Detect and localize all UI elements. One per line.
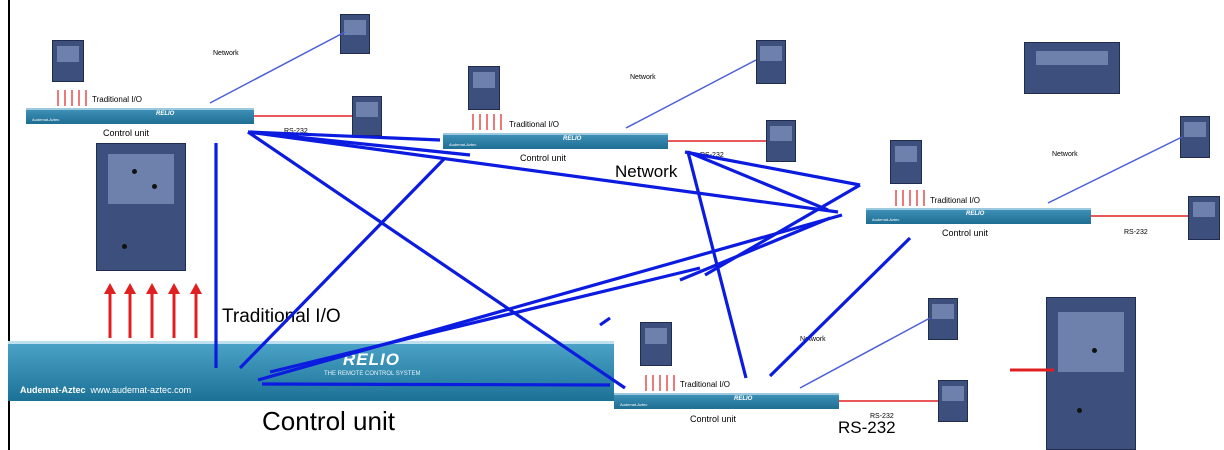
io-arrows-node1 xyxy=(57,90,87,106)
relio-logo: RELIO xyxy=(966,211,985,217)
control-unit-label-node3: Control unit xyxy=(942,228,989,238)
rack-node4-io xyxy=(640,322,672,366)
rack-node1-rs232 xyxy=(352,96,382,136)
interconnect-lines xyxy=(214,130,912,390)
traditional-io-label-node2: Traditional I/O xyxy=(509,120,559,129)
control-unit-label-node2: Control unit xyxy=(520,153,567,163)
relio-logo: RELIO xyxy=(734,396,753,402)
io-arrows-node3 xyxy=(895,190,925,206)
rs232-label-node3: RS-232 xyxy=(1124,229,1148,236)
network-label-large: Network xyxy=(615,162,678,181)
control-unit-label-large: Control unit xyxy=(262,406,395,436)
rack-node1-network xyxy=(340,14,370,54)
rs232-label-large: RS-232 xyxy=(838,418,896,437)
rs232-label-node1: RS-232 xyxy=(284,128,308,135)
relio-tagline: THE REMOTE CONTROL SYSTEM xyxy=(324,371,421,377)
network-label-node4: Network xyxy=(800,336,826,343)
rack-node2-rs232 xyxy=(766,120,796,162)
audemat-logo: Audemat-Aztec xyxy=(32,117,60,122)
traditional-io-label-node4: Traditional I/O xyxy=(680,380,730,389)
relio-logo: RELIO xyxy=(563,136,582,142)
network-label-node3: Network xyxy=(1052,151,1078,158)
rack-node2-network xyxy=(756,40,786,84)
traditional-io-label-node3: Traditional I/O xyxy=(930,196,980,205)
audemat-url: www.audemat-aztec.com xyxy=(90,385,192,395)
io-arrows-node2 xyxy=(472,114,502,130)
rack-node2-io xyxy=(468,66,500,110)
page-left-border xyxy=(8,0,10,450)
rack-node1-io xyxy=(52,40,84,82)
control-unit-label-node4: Control unit xyxy=(690,414,737,424)
relio-logo: RELIO xyxy=(343,350,400,369)
control-unit-label-node1: Control unit xyxy=(103,128,150,138)
audemat-logo: Audemat-Aztec xyxy=(20,385,86,395)
control-unit-bar-node4: RELIO Audemat-Aztec xyxy=(614,393,839,409)
equipment-rack-top-right xyxy=(1024,42,1120,94)
traditional-io-label-large: Traditional I/O xyxy=(222,306,341,327)
rack-node3-io xyxy=(890,140,922,184)
control-unit-bar-large: RELIO THE REMOTE CONTROL SYSTEM Audemat-… xyxy=(8,341,614,401)
audemat-logo: Audemat-Aztec xyxy=(620,402,648,407)
control-unit-bar-node1: RELIO Audemat-Aztec xyxy=(26,108,254,124)
rack-node4-network xyxy=(928,298,958,340)
control-unit-bar-node2: RELIO Audemat-Aztec xyxy=(443,133,668,149)
network-label-node2: Network xyxy=(630,74,656,81)
rack-node4-rs232 xyxy=(938,380,968,422)
io-arrows-large xyxy=(104,283,202,338)
audemat-brand: Audemat-Aztec www.audemat-aztec.com xyxy=(20,385,191,395)
rs232-label-node4: RS-232 xyxy=(870,413,894,420)
audemat-logo: Audemat-Aztec xyxy=(449,142,477,147)
network-link-node4 xyxy=(799,317,931,389)
relio-logo: RELIO xyxy=(156,111,175,117)
network-link-node3 xyxy=(1047,136,1183,204)
traditional-io-label-node1: Traditional I/O xyxy=(92,95,142,104)
network-link-node1 xyxy=(209,31,346,104)
control-unit-bar-node3: RELIO Audemat-Aztec xyxy=(866,208,1091,224)
rack-node3-rs232 xyxy=(1188,196,1220,240)
audemat-logo: Audemat-Aztec xyxy=(872,217,900,222)
io-arrows-node4 xyxy=(645,375,675,391)
network-link-node2 xyxy=(625,59,757,129)
equipment-rack-large-right xyxy=(1046,297,1136,450)
network-label-node1: Network xyxy=(213,50,239,57)
equipment-rack-large-left xyxy=(96,143,186,271)
